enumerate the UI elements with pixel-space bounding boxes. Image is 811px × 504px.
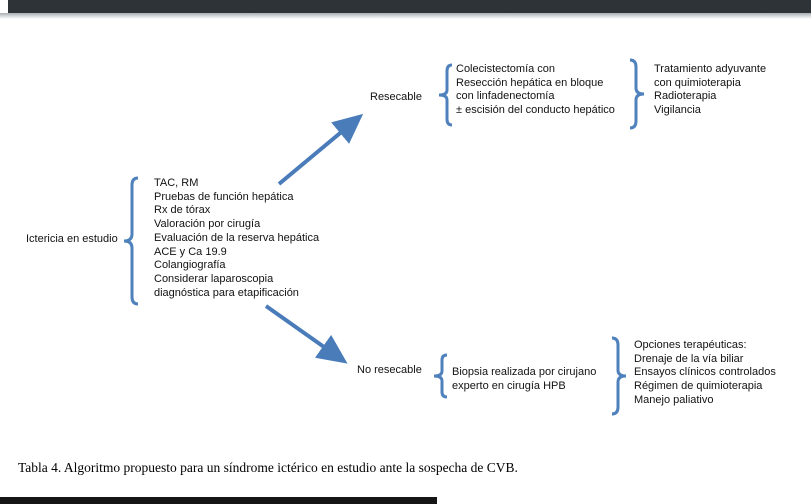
text-line: Opciones terapéuticas: [634, 339, 747, 351]
text-line: ACE y Ca 19.9 [154, 245, 227, 258]
text-line: Drenaje de la vía biliar [634, 352, 744, 365]
text-line: Vigilancia [654, 104, 701, 117]
text-line: Valoración por cirugía [154, 218, 261, 231]
top-border-bar [8, 0, 811, 13]
text-line: Biopsia realizada por cirujano [452, 366, 597, 378]
text-line: Pruebas de función hepática [154, 190, 294, 203]
options-list: Opciones terapéuticas:Drenaje de la vía … [634, 339, 776, 408]
workup-brace [123, 176, 139, 306]
resecable-adjuvant-brace [629, 58, 645, 130]
text-line: Colecistectomía con [456, 63, 556, 75]
text-line: Considerar laparoscopia [154, 272, 274, 285]
arrow-to-resecable [277, 113, 364, 186]
text-line: con linfadenectomía [456, 90, 555, 103]
text-line: experto en cirugía HPB [452, 379, 566, 392]
text-line: TAC, RM [154, 177, 199, 189]
biopsy-brace [433, 353, 448, 399]
resecable-surgery-brace [438, 63, 453, 127]
text-line: Resección hepática en bloque [456, 76, 604, 89]
text-line: Ensayos clínicos controlados [634, 366, 776, 379]
options-brace [611, 336, 627, 416]
text-line: Evaluación de la reserva hepática [154, 231, 320, 244]
arrow-to-no-resecable [264, 304, 348, 364]
resecable-label: Resecable [370, 91, 422, 103]
figure-caption: Tabla 4. Algoritmo propuesto para un sín… [18, 460, 518, 475]
bottom-border-bar [0, 497, 437, 504]
no-resecable-label: No resecable [357, 364, 422, 376]
text-line: con quimioterapia [654, 76, 741, 89]
text-line: Radioterapia [654, 90, 717, 103]
top-border-shadow [0, 13, 811, 20]
text-line: Colangiografía [154, 259, 226, 272]
text-line: diagnóstica para etapificación [154, 286, 299, 299]
root-label: Ictericia en estudio [26, 233, 118, 245]
text-line: Régimen de quimioterapia [634, 380, 763, 393]
text-line: Tratamiento adyuvante [654, 63, 767, 75]
text-line: Manejo paliativo [634, 393, 714, 406]
text-line: Rx de tórax [154, 204, 211, 217]
text-line: ± escisión del conducto hepático [456, 104, 615, 117]
